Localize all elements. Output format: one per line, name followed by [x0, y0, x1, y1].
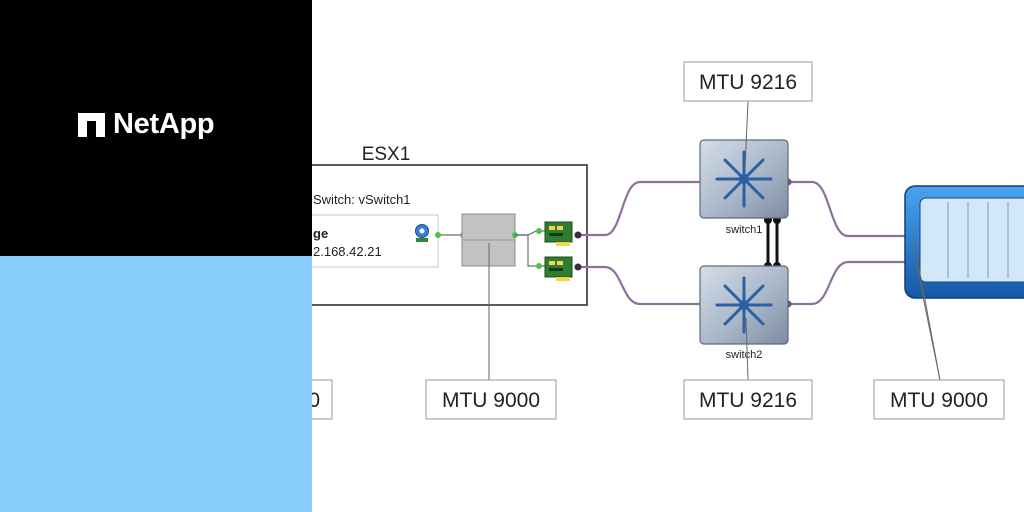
switch1-to-storage-link: [790, 180, 915, 238]
callout-storage-mtu: MTU 9000: [873, 379, 1005, 420]
vmkernel-icon: [415, 224, 429, 242]
callout-vswitch-mtu: MTU 9000: [425, 379, 557, 420]
link-port-dot: [536, 263, 542, 269]
port-group-label: ge: [313, 226, 328, 241]
brand-panel-black: [0, 0, 312, 256]
netapp-logo-text: NetApp: [113, 108, 215, 140]
callout-switch2-mtu-text: MTU 9216: [699, 389, 797, 412]
callout-switch2-mtu: MTU 9216: [683, 379, 813, 420]
storage-array-icon: [904, 185, 1024, 299]
switch2-to-storage-link: [790, 260, 915, 306]
port-group-box: [289, 214, 439, 268]
callout-switch1-mtu: MTU 9216: [683, 61, 813, 102]
switch2-icon: [699, 265, 789, 345]
callout-leader: [745, 317, 749, 381]
switch2-label: switch2: [726, 349, 763, 361]
nic1-to-switch1-link: [578, 180, 706, 237]
switch1-icon: [699, 139, 789, 219]
port-group-ip: 2.168.42.21: [313, 244, 382, 259]
link-port-dot: [435, 232, 441, 238]
nic2-to-switch2-link: [578, 265, 706, 306]
nic-port-dot: [574, 263, 582, 271]
brand-panel-blue: [0, 256, 312, 512]
esx-host-title: ESX1: [362, 144, 411, 165]
callout-switch1-mtu-text: MTU 9216: [699, 71, 797, 94]
switch1-label: switch1: [726, 224, 763, 236]
callout-storage-mtu-text: MTU 9000: [890, 389, 988, 412]
callout-leader: [744, 100, 749, 171]
callout-partial-mtu-text: 0: [308, 389, 320, 412]
link-port-dot: [536, 228, 542, 234]
netapp-logo-mark-icon: [78, 112, 105, 137]
physical-nic-1-icon: [544, 221, 573, 246]
callout-vswitch-mtu-text: MTU 9000: [442, 389, 540, 412]
nic-port-dot: [574, 231, 582, 239]
callout-leader: [912, 235, 941, 381]
physical-nic-2-icon: [544, 256, 573, 281]
netapp-logo: NetApp: [78, 108, 215, 141]
vswitch-label: Switch: vSwitch1: [313, 192, 411, 207]
